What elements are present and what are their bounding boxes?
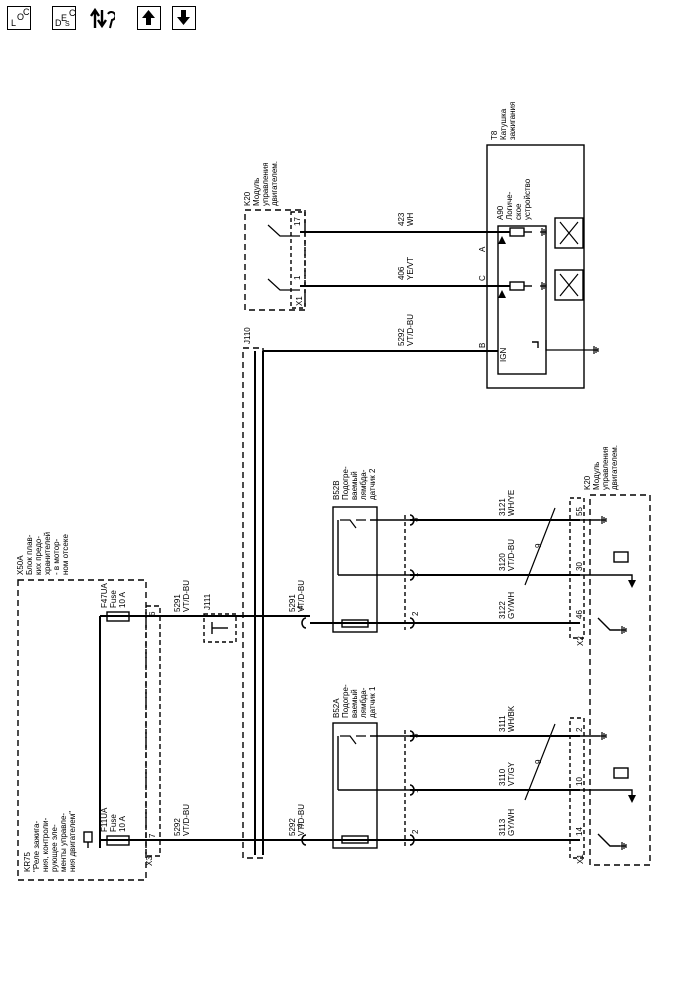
connector-cups — [301, 514, 415, 846]
wire-5292a-label: 5292VT/D-BU — [173, 804, 191, 836]
b52b-label: B52BПодогре-ваемыйлямбда-датчик 2 — [332, 466, 377, 500]
loc-letter-o: O — [17, 12, 25, 22]
x2-label: X2 — [576, 636, 585, 646]
sensor2-pin-4: 4 — [296, 605, 305, 610]
t8-pin-a: A — [478, 246, 487, 252]
x1-bottom-label: X1 — [576, 854, 585, 864]
k20-pin17: 17 — [293, 217, 302, 226]
twist-label-a: 9 — [534, 759, 543, 764]
wrench-updown-icon — [90, 7, 117, 29]
fuse-block-x50a-outline — [17, 579, 147, 881]
k20-top-label: K20Модульуправлениядвигателем. — [243, 161, 279, 206]
o2-sensor-b52a — [332, 722, 378, 849]
wire-423-label: 423WH — [397, 212, 415, 226]
desc-letter-d: D — [55, 18, 62, 28]
sensor1-pin-2: 2 — [411, 829, 420, 834]
wire-406-label: 406YE/VT — [397, 257, 415, 280]
sensor1-pin-4: 4 — [296, 823, 305, 828]
desc-letter-e: E — [61, 13, 68, 23]
ign-label: IGN — [499, 348, 508, 362]
twist-label-b: 9 — [534, 543, 543, 548]
arrow-up-icon — [142, 10, 155, 25]
loc-letter-c: C — [23, 7, 30, 17]
kr75-label: KR75"Реле зажига-ния, контроли-рующее эл… — [23, 811, 77, 872]
splice-j110 — [242, 347, 264, 859]
arrowheads — [498, 236, 636, 803]
loc-letter-l: L — [11, 18, 17, 28]
o2-sensor-b52b — [332, 506, 378, 633]
x50a-label: X50AБлок плав-ких предо-хранителей- в мо… — [16, 532, 70, 575]
wire-3110-label: 3110VT/GY — [498, 761, 516, 786]
arrow-down-icon — [177, 10, 190, 25]
logic-module-a90 — [497, 225, 547, 375]
ecm-k20-top — [244, 209, 306, 311]
wire-3120-label: 3120VT/D-BU — [498, 539, 516, 571]
f11ua-label: F11UAFuse10 A — [100, 807, 127, 832]
sensor1-pin-3: 3 — [411, 733, 420, 738]
t8-label: T8Катушказажигания — [490, 102, 517, 140]
k20-pin-55: 55 — [575, 507, 584, 516]
wrench-updown-button[interactable] — [89, 6, 117, 30]
x3-pin7: 7 — [148, 833, 157, 838]
k20-pin-10: 10 — [575, 777, 584, 786]
connector-x3 — [145, 605, 161, 857]
x1-top-label: X1 — [295, 296, 304, 306]
splice-j111 — [203, 613, 237, 643]
k20-pin-46: 46 — [575, 610, 584, 619]
j111-label: J111 — [203, 593, 212, 610]
t8-pin-c: C — [478, 275, 487, 281]
x3-label: X3 — [145, 856, 154, 866]
relay-kr75 — [83, 831, 93, 843]
arrow-up-button[interactable] — [137, 6, 161, 30]
wire-3113-label: 3113GY/WH — [498, 809, 516, 836]
wire-5291b-label: 5291VT/D-BU — [288, 580, 306, 612]
ground-symbols — [540, 228, 627, 850]
k20-pin-14: 14 — [575, 827, 584, 836]
t8-pin-b: B — [478, 343, 487, 348]
a90-label: A90Логиче-скоеустройство — [496, 178, 532, 220]
location-button[interactable]: L O C — [7, 6, 31, 30]
wire-5291a-label: 5291VT/D-BU — [173, 580, 191, 612]
desc-letter-c: C — [69, 8, 76, 18]
wire-5292-top-label: 5292VT/D-BU — [397, 314, 415, 346]
wire-3121-label: 3121WH/YE — [498, 490, 516, 516]
x3-pin6: 6 — [148, 611, 157, 616]
sensor2-pin-3: 3 — [411, 517, 420, 522]
f47ua-label: F47UAFuse10 A — [100, 582, 127, 608]
sensor2-pin-1: 1 — [411, 572, 420, 577]
b52a-label: B52AПодогре-ваемыйлямбда-датчик 1 — [332, 684, 377, 718]
ecm-k20-bottom — [589, 494, 651, 866]
k20-pin1: 1 — [293, 275, 302, 280]
arrow-down-button[interactable] — [172, 6, 196, 30]
wire-3122-label: 3122GY/WH — [498, 592, 516, 619]
k20-bottom-label: K20Модульуправлениядвигателем. — [583, 445, 619, 490]
description-button[interactable]: D E S C — [52, 6, 76, 30]
j110-label: J110 — [243, 327, 252, 344]
wire-3111-label: 3111WH/BK — [498, 705, 516, 732]
sensor2-pin-2: 2 — [411, 611, 420, 616]
sensor1-pin-1: 1 — [411, 788, 420, 793]
ignition-coil-t8 — [486, 144, 585, 389]
k20-pin-30: 30 — [575, 562, 584, 571]
desc-letter-s: S — [65, 21, 70, 28]
toolbar: L O C D E S C — [0, 0, 260, 40]
wire-5292b-label: 5292VT/D-BU — [288, 804, 306, 836]
k20-pin-2: 2 — [575, 727, 584, 732]
